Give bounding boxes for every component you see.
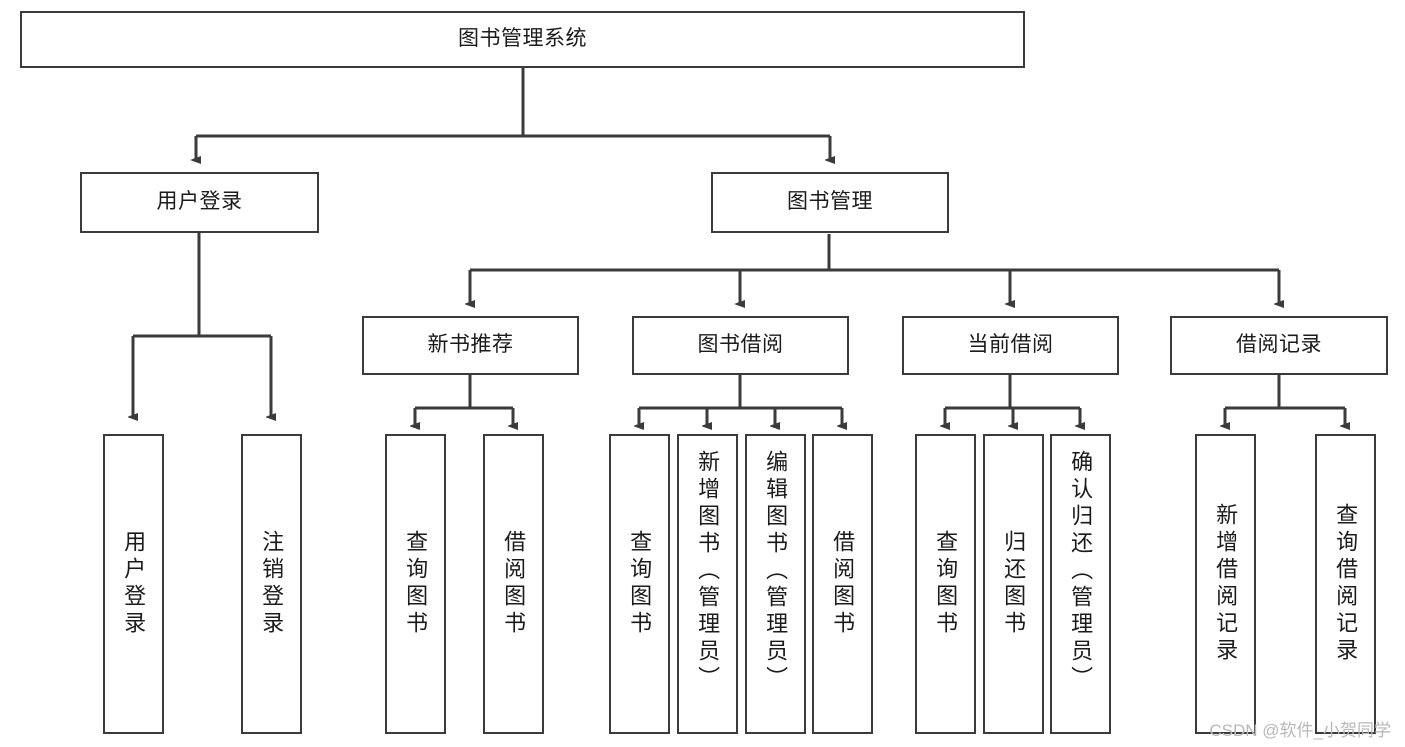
- node-borrow-records[interactable]: 借阅记录: [1170, 316, 1388, 375]
- leaf-borrow-edit-book[interactable]: 编辑图书（管理员）: [745, 434, 806, 734]
- leaf-borrow-borrow-book[interactable]: 借阅图书: [812, 434, 873, 734]
- leaf-user-login-signout[interactable]: 注销登录: [241, 434, 302, 734]
- leaf-current-query-book[interactable]: 查询图书: [915, 434, 976, 734]
- node-new-book-recommend[interactable]: 新书推荐: [362, 316, 579, 375]
- leaf-new-book-query[interactable]: 查询图书: [385, 434, 446, 734]
- leaf-user-login-signin[interactable]: 用户登录: [103, 434, 164, 734]
- node-label: 当前借阅: [967, 333, 1054, 357]
- node-label: 注销登录: [259, 530, 285, 638]
- node-label: 新书推荐: [427, 333, 514, 357]
- leaf-borrow-add-book[interactable]: 新增图书（管理员）: [677, 434, 738, 734]
- node-label: 查询图书: [627, 530, 653, 638]
- leaf-records-query-record[interactable]: 查询借阅记录: [1315, 434, 1376, 734]
- node-label: 编辑图书（管理员）: [763, 450, 789, 693]
- node-current-borrow[interactable]: 当前借阅: [902, 316, 1119, 375]
- node-user-login[interactable]: 用户登录: [80, 172, 319, 233]
- node-label: 归还图书: [1001, 530, 1027, 638]
- node-book-borrow[interactable]: 图书借阅: [632, 316, 849, 375]
- leaf-borrow-query-book[interactable]: 查询图书: [609, 434, 670, 734]
- node-label: 用户登录: [121, 530, 147, 638]
- node-label: 图书管理系统: [458, 27, 587, 51]
- node-label: 新增图书（管理员）: [695, 450, 721, 693]
- node-label: 图书管理: [787, 190, 873, 214]
- node-label: 借阅图书: [830, 530, 856, 638]
- node-label: 查询图书: [933, 530, 959, 638]
- node-label: 新增借阅记录: [1213, 503, 1239, 665]
- node-label: 查询图书: [403, 530, 429, 638]
- leaf-current-confirm-return[interactable]: 确认归还（管理员）: [1050, 434, 1111, 734]
- leaf-new-book-borrow[interactable]: 借阅图书: [483, 434, 544, 734]
- watermark-text: CSDN @软件_小贺同学: [1209, 721, 1391, 740]
- leaf-records-add-record[interactable]: 新增借阅记录: [1195, 434, 1256, 734]
- node-label: 确认归还（管理员）: [1068, 450, 1094, 693]
- node-root-system[interactable]: 图书管理系统: [20, 11, 1025, 68]
- node-label: 借阅记录: [1236, 333, 1322, 357]
- node-book-management[interactable]: 图书管理: [711, 172, 949, 233]
- node-label: 借阅图书: [501, 530, 527, 638]
- node-label: 图书借阅: [697, 333, 784, 357]
- leaf-current-return-book[interactable]: 归还图书: [983, 434, 1044, 734]
- node-label: 查询借阅记录: [1333, 503, 1359, 665]
- node-label: 用户登录: [156, 190, 243, 214]
